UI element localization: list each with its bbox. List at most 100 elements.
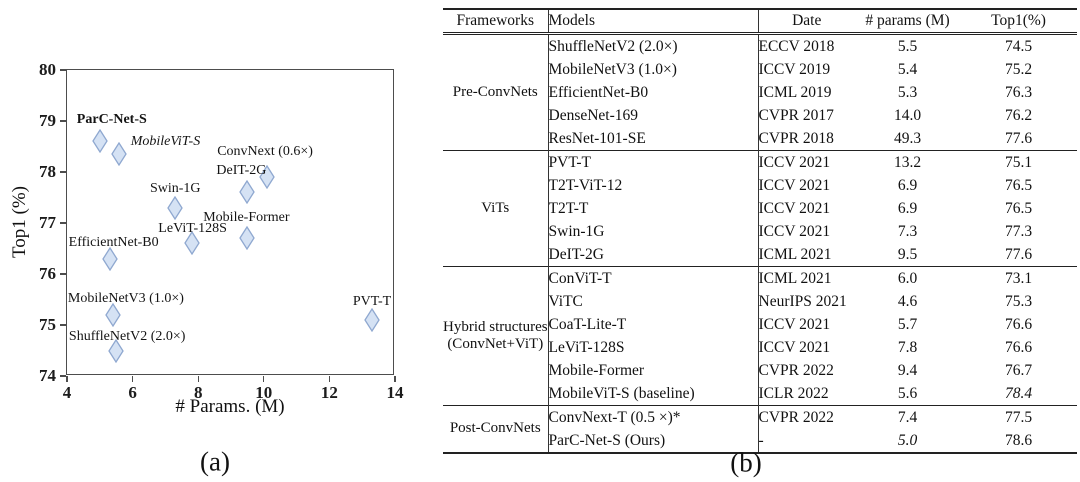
column-header: Top1(%): [960, 9, 1077, 35]
framework-label: Pre-ConvNets: [452, 83, 538, 100]
params-cell: 5.3: [897, 83, 918, 101]
x-axis-tick: [263, 375, 265, 382]
caption-b: (b): [730, 447, 762, 478]
x-tick-label: 14: [386, 383, 404, 402]
model-cell: Swin-1G: [548, 220, 759, 243]
date-cell: ICCV 2021: [758, 199, 831, 217]
top1-cell: 77.6: [1004, 129, 1033, 147]
model-cell: ConvNext-T (0.5 ×)*: [548, 405, 759, 429]
data-point: [259, 164, 275, 194]
date-cell: CVPR 2022: [758, 361, 834, 379]
x-axis-tick: [131, 375, 134, 382]
diamond-marker: [259, 164, 275, 190]
diamond-marker: [239, 180, 256, 205]
point-label: Mobile-Former: [203, 210, 290, 226]
y-axis-tick: [59, 171, 66, 173]
date-cell: ICML 2019: [758, 83, 832, 101]
y-tick-label: 77: [39, 213, 56, 232]
y-axis-tick: [59, 375, 66, 377]
date-cell: ICML 2021: [758, 245, 832, 263]
point-label: Swin-1G: [149, 180, 201, 196]
params-cell: 6.0: [855, 266, 960, 290]
params-cell: 49.3: [893, 129, 922, 147]
params-cell: 4.6: [897, 292, 918, 310]
point-label: EfficientNet-B0: [68, 234, 159, 250]
model-cell: DenseNet-169: [548, 104, 759, 127]
y-axis-tick: [59, 120, 66, 122]
data-point: [183, 231, 200, 260]
y-axis-tick: [59, 222, 66, 224]
diamond-marker: [364, 307, 380, 333]
model-cell: ParC-Net-S (Ours): [548, 429, 759, 453]
model-cell: EfficientNet-B0: [548, 81, 759, 104]
model-cell: LeViT-128S: [548, 336, 759, 359]
date-cell: CVPR 2017: [758, 106, 834, 124]
point-label: ShuffleNetV2 (2.0×): [68, 328, 186, 344]
framework-cell: Post-ConvNets: [443, 405, 549, 453]
date-cell: NeurIPS 2021: [758, 292, 847, 310]
date-cell: ICCV 2021: [758, 222, 831, 240]
params-cell: 9.4: [897, 361, 918, 379]
date-cell: ICCV 2021: [758, 150, 855, 174]
params-cell: 5.6: [897, 384, 918, 402]
x-tick-label: 4: [62, 383, 72, 402]
date-cell: CVPR 2018: [758, 129, 834, 147]
data-point: [111, 141, 128, 171]
model-cell: T2T-ViT-12: [548, 174, 759, 197]
params-cell: 6.9: [897, 176, 918, 194]
params-cell: 7.3: [897, 222, 918, 240]
model-cell: ConViT-T: [548, 266, 759, 290]
framework-cell: ViTs: [443, 150, 549, 267]
model-cell: PVT-T: [548, 150, 759, 174]
framework-label: Hybrid structures: [443, 318, 548, 335]
x-tick-label: 8: [193, 383, 203, 402]
params-cell: 5.7: [897, 315, 918, 333]
data-point: [101, 246, 118, 276]
x-tick-label: 12: [320, 383, 338, 402]
data-point: [364, 307, 380, 337]
x-axis-tick: [394, 375, 396, 382]
data-point: [92, 129, 108, 158]
date-cell: ICCV 2021: [758, 176, 831, 194]
model-cell: Mobile-Former: [548, 359, 759, 382]
top1-cell: 75.2: [1004, 60, 1033, 78]
top1-cell: 75.3: [1004, 292, 1033, 310]
model-cell: CoaT-Lite-T: [548, 313, 759, 336]
framework-cell: Hybrid structures(ConvNet+ViT): [443, 266, 549, 406]
params-cell: 5.4: [897, 60, 918, 78]
model-cell: ResNet-101-SE: [548, 127, 759, 151]
point-label: ConvNext (0.6×): [217, 144, 313, 160]
point-label: MobileNetV3 (1.0×): [67, 290, 184, 306]
model-cell: ShuffleNetV2 (2.0×): [548, 33, 759, 58]
params-cell: 13.2: [855, 150, 960, 174]
diamond-marker: [239, 226, 256, 251]
column-header: Models: [548, 9, 759, 35]
data-point: [105, 302, 121, 332]
x-tick-label: 6: [128, 383, 137, 402]
top1-cell: 74.5: [960, 33, 1077, 58]
top1-cell: 76.6: [1004, 338, 1033, 356]
date-cell: ICCV 2021: [758, 338, 831, 356]
params-cell: 6.9: [897, 199, 918, 217]
top1-cell: 77.3: [1004, 222, 1033, 240]
y-axis-tick: [59, 273, 66, 275]
column-header: Date: [758, 9, 855, 35]
top1-cell: 76.2: [1004, 106, 1033, 124]
